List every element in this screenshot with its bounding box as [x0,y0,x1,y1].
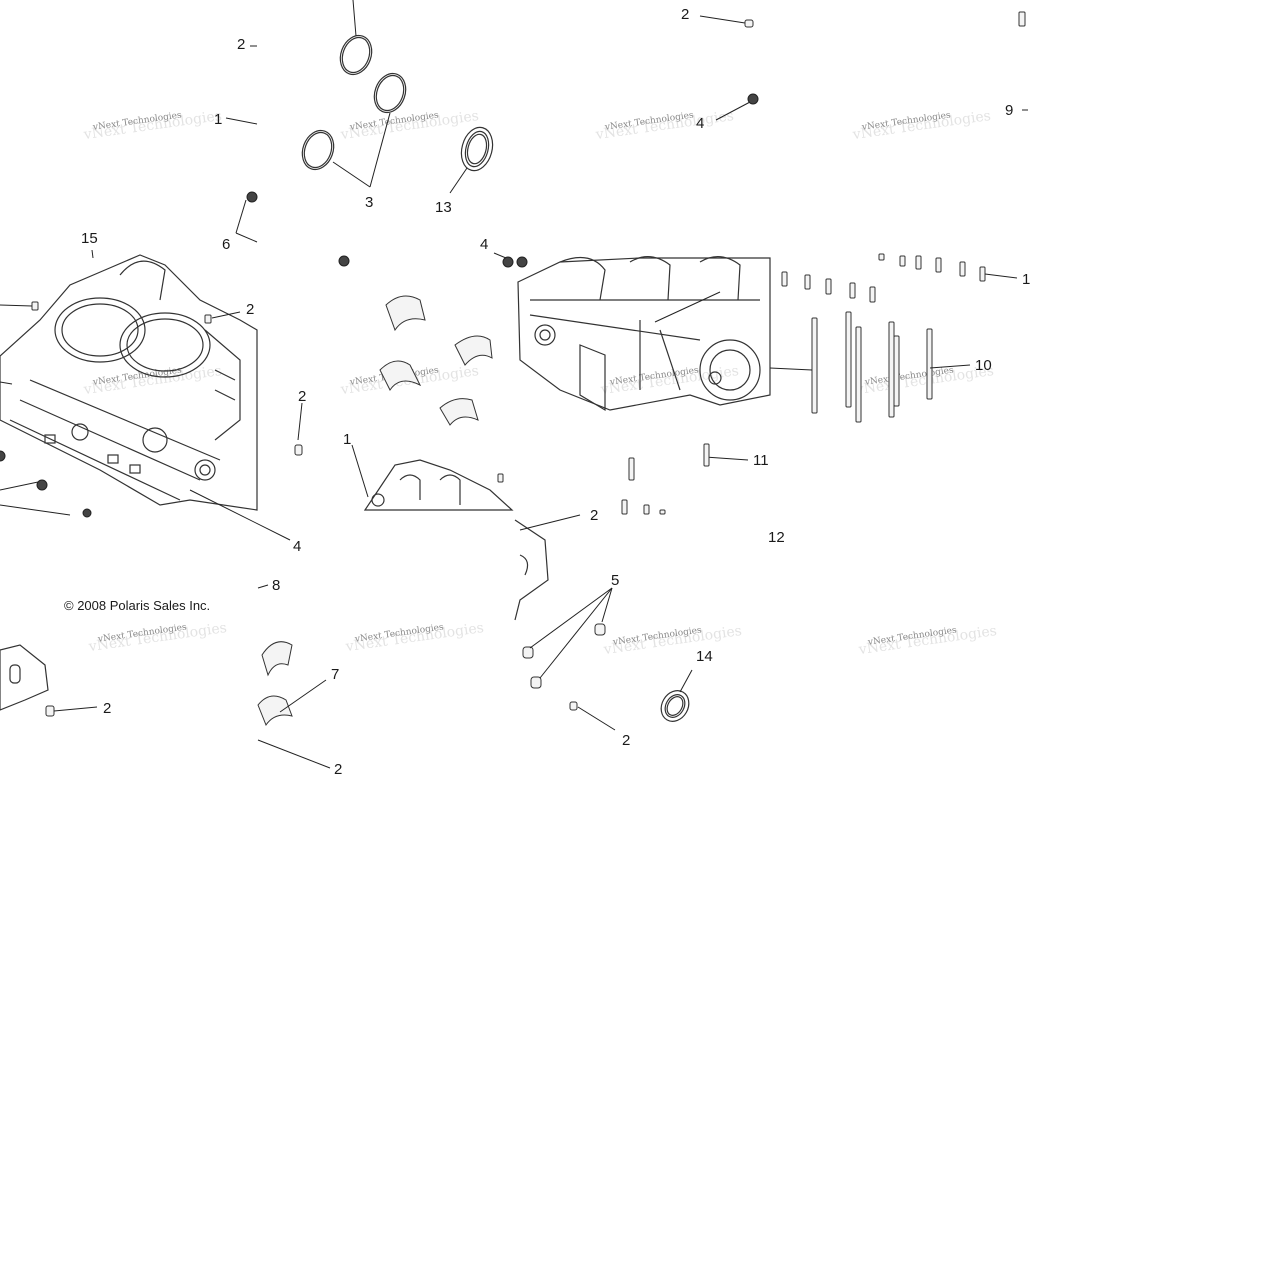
callout-10: 10 [975,357,992,374]
leader-lines-bottom [53,514,693,769]
callout-2: 2 [237,36,245,53]
callout-9: 9 [1005,102,1013,119]
callout-15: 15 [81,230,98,247]
callout-2: 2 [590,507,598,524]
callout-5: 5 [611,572,619,589]
leader-lines-top [225,0,1028,243]
cylinder-block [0,254,258,511]
callout-1: 1 [1022,271,1030,288]
callout-12: 12 [768,529,785,546]
output-seal [660,690,690,722]
dowel-and-nuts-center [294,256,528,456]
callout-2: 2 [246,301,254,318]
callout-4: 4 [696,115,704,132]
callout-3: 3 [365,194,373,211]
crankcase-lower-fragment [363,459,514,511]
crankcase-lower-left [0,519,549,711]
callout-4: 4 [480,236,488,253]
block-fasteners [0,301,212,518]
callout-7: 7 [331,666,339,683]
main-bearings-lower [257,641,293,727]
callout-13: 13 [435,199,452,216]
callout-8: 8 [272,577,280,594]
callout-4: 4 [293,538,301,555]
callout-6: 6 [222,236,230,253]
callout-11: 11 [753,452,769,469]
callout-2: 2 [298,388,306,405]
callout-1: 1 [343,431,351,448]
leader-lines-block [0,249,291,541]
callout-2: 2 [681,6,689,23]
callout-2: 2 [334,761,342,778]
dowel-pins-top [246,11,1026,267]
copyright-notice: © 2008 Polaris Sales Inc. [64,598,210,613]
callout-2: 2 [103,700,111,717]
bolts-lower-row [497,443,710,515]
crankcase-upper [517,256,771,412]
callout-1: 1 [214,111,222,128]
callout-2: 2 [622,732,630,749]
leader-lines-right [654,273,1018,461]
callouts: 2 1 3 13 2 4 9 6 15 2 4 1 10 2 1 11 4 2 … [81,6,1030,778]
crankcase-bolts-long [811,311,933,423]
leader-lines-center [297,252,507,498]
crankcase-bolts-short [781,253,986,303]
main-bearings-upper [379,295,493,426]
crankshaft-seal [460,126,494,172]
callout-14: 14 [696,648,713,665]
piston-rings [301,34,407,171]
